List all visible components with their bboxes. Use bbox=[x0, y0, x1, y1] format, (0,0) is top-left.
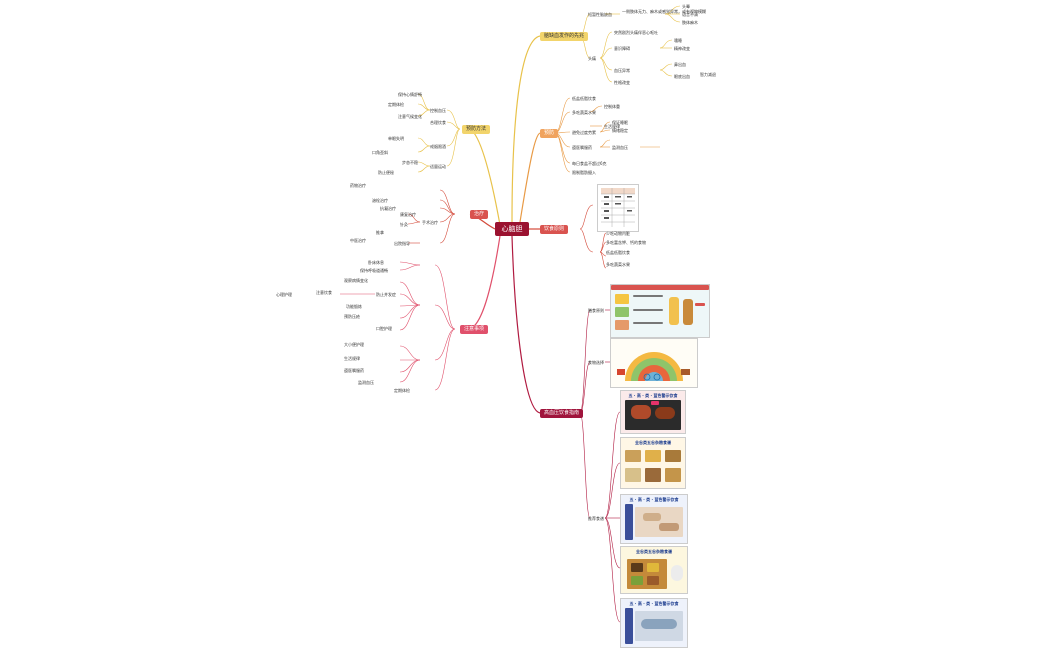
node-drug-therapy[interactable]: 药物治疗 bbox=[350, 183, 366, 188]
node-checkup[interactable]: 定期体检 bbox=[388, 102, 404, 107]
node-exercise[interactable]: 适量运动 bbox=[430, 164, 446, 169]
node-medication[interactable]: 遵医嘱服药 bbox=[572, 145, 592, 150]
diet-table-graphic bbox=[601, 188, 635, 227]
node-consciousness[interactable]: 意识障碍 bbox=[614, 46, 630, 51]
node-salt-limit[interactable]: 每日食盐不超过6克 bbox=[572, 161, 607, 166]
node-treatment-note[interactable]: 出院指导 bbox=[394, 241, 410, 246]
node-weather[interactable]: 注意气候变化 bbox=[398, 114, 422, 119]
node-massage[interactable]: 推拿 bbox=[376, 230, 384, 235]
branch-prevention[interactable]: 预防 bbox=[540, 129, 559, 138]
branch-diet-guide[interactable]: 高血压饮食指南 bbox=[540, 409, 584, 418]
node-oral-care[interactable]: 口腔护理 bbox=[376, 326, 392, 331]
node-mood[interactable]: 保持心情舒畅 bbox=[398, 92, 422, 97]
branch-diet-principles[interactable]: 饮食原则 bbox=[540, 225, 569, 234]
node-nosebleed[interactable]: 鼻出血 bbox=[674, 62, 686, 67]
recipe-card-5[interactable]: 五 · 高 · 类 · 蓝色警示饮食 bbox=[620, 598, 688, 648]
node-guide-recipes[interactable]: 推荐食谱 bbox=[588, 516, 604, 521]
node-tia[interactable]: 短暂性脑缺血 bbox=[588, 12, 612, 17]
diet-infographic-image[interactable] bbox=[610, 284, 710, 338]
node-anticoag[interactable]: 抗凝治疗 bbox=[380, 206, 396, 211]
node-intelligence[interactable]: 智力减退 bbox=[700, 72, 716, 77]
node-diet-note[interactable]: 注意饮食 bbox=[316, 290, 332, 295]
node-sleep[interactable]: 保证睡眠 bbox=[612, 120, 628, 125]
node-swallow[interactable]: 防止便秘 bbox=[378, 170, 394, 175]
node-numb[interactable]: 肢体麻木 bbox=[682, 20, 698, 25]
diet-table-image[interactable] bbox=[597, 184, 639, 232]
node-low-salt[interactable]: 低盐低脂饮食 bbox=[572, 96, 596, 101]
node-fundus[interactable]: 眼底出血 bbox=[674, 74, 690, 79]
node-emotion[interactable]: 情绪稳定 bbox=[612, 128, 628, 133]
node-toilet-care[interactable]: 大小便护理 bbox=[344, 342, 364, 347]
node-reasonable-diet[interactable]: 合理饮食 bbox=[430, 120, 446, 125]
node-exercise-fn[interactable]: 功能锻炼 bbox=[346, 304, 362, 309]
branch-precautions[interactable]: 注意事项 bbox=[460, 325, 489, 334]
node-headache-text[interactable]: 突然剧烈头痛伴恶心呕吐 bbox=[614, 30, 658, 35]
node-headache[interactable]: 头痛 bbox=[588, 56, 596, 61]
node-psych[interactable]: 心理护理 bbox=[276, 292, 292, 297]
node-review[interactable]: 监测血压 bbox=[358, 380, 374, 385]
node-mental[interactable]: 精神改变 bbox=[674, 46, 690, 51]
node-weight[interactable]: 控制体重 bbox=[604, 104, 620, 109]
node-complication[interactable]: 防止并发症 bbox=[376, 292, 396, 297]
central-topic[interactable]: 心脑胆 bbox=[495, 222, 529, 236]
node-surgery[interactable]: 手术治疗 bbox=[422, 220, 438, 225]
node-monitor-bp[interactable]: 监测血压 bbox=[612, 145, 628, 150]
node-constipation[interactable]: 单眼失明 bbox=[388, 136, 404, 141]
node-thrombolysis[interactable]: 溶栓治疗 bbox=[372, 198, 388, 203]
recipe-card-1[interactable]: 五 · 高 · 类 · 蓝色警示饮食 bbox=[620, 390, 686, 434]
node-guide-food[interactable]: 食物选择 bbox=[588, 360, 604, 365]
recipe-card-3-title: 五 · 高 · 类 · 蓝色警示饮食 bbox=[629, 497, 679, 502]
node-bp-abnormal[interactable]: 血压异常 bbox=[614, 68, 630, 73]
branch-tia-warning[interactable]: 脑缺血发作的先兆 bbox=[540, 32, 589, 41]
node-tia-text[interactable]: 一侧肢体无力、麻木或感觉异常，或有视物模糊 bbox=[622, 9, 706, 14]
node-observe[interactable]: 观察病情变化 bbox=[344, 278, 368, 283]
food-pyramid-graphic bbox=[617, 352, 690, 381]
node-sleepy[interactable]: 嗜睡 bbox=[674, 38, 682, 43]
branch-treatment[interactable]: 治疗 bbox=[470, 210, 489, 219]
node-airway[interactable]: 保持呼吸道通畅 bbox=[360, 268, 388, 273]
recipe-card-4[interactable]: 全谷类五谷杂粮食谱 bbox=[620, 546, 688, 594]
node-end-note[interactable]: 定期体检 bbox=[394, 388, 410, 393]
node-acupuncture[interactable]: 针灸 bbox=[400, 222, 408, 227]
node-control-bp[interactable]: 控制血压 bbox=[430, 108, 446, 113]
node-gait[interactable]: 步态不稳 bbox=[402, 160, 418, 165]
node-diet-r3[interactable]: 低盐低脂饮食 bbox=[606, 250, 630, 255]
node-bed-rest[interactable]: 卧床休息 bbox=[368, 260, 384, 265]
node-diet-r2[interactable]: 多吃富含钾、钙的食物 bbox=[606, 240, 646, 245]
recipe-card-3[interactable]: 五 · 高 · 类 · 蓝色警示饮食 bbox=[620, 494, 688, 544]
node-follow[interactable]: 遵医嘱服药 bbox=[344, 368, 364, 373]
node-guide-principle[interactable]: 膳食原则 bbox=[588, 308, 604, 313]
recipe-card-2-title: 全谷类五谷杂粮食谱 bbox=[635, 440, 671, 445]
recipe-card-5-title: 五 · 高 · 类 · 蓝色警示饮食 bbox=[629, 601, 679, 606]
node-vegetables[interactable]: 多吃蔬菜水果 bbox=[572, 110, 596, 115]
node-diet-r1[interactable]: 少吃动物内脏 bbox=[606, 231, 630, 236]
recipe-card-4-title: 全谷类五谷杂粮食谱 bbox=[636, 549, 672, 554]
recipe-card-2[interactable]: 全谷类五谷杂粮食谱 bbox=[620, 437, 686, 489]
node-fatigue[interactable]: 避免过度劳累 bbox=[572, 130, 596, 135]
node-tcm[interactable]: 中医治疗 bbox=[350, 238, 366, 243]
node-pressure-sore[interactable]: 预防压疮 bbox=[344, 314, 360, 319]
branch-prevention-methods[interactable]: 预防方法 bbox=[462, 125, 491, 134]
node-diet-r4[interactable]: 多吃蔬菜水果 bbox=[606, 262, 630, 267]
food-pyramid-image[interactable] bbox=[610, 338, 698, 388]
node-regular-life[interactable]: 生活规律 bbox=[604, 124, 620, 129]
node-quit-smoking[interactable]: 戒烟限酒 bbox=[430, 144, 446, 149]
recipe-card-1-title: 五 · 高 · 类 · 蓝色警示饮食 bbox=[628, 393, 678, 398]
node-facial[interactable]: 口角歪斜 bbox=[372, 150, 388, 155]
node-speech[interactable]: 语言不清 bbox=[682, 12, 698, 17]
node-fat-limit[interactable]: 限制脂肪摄入 bbox=[572, 170, 596, 175]
node-personality[interactable]: 性格改变 bbox=[614, 80, 630, 85]
node-discharge[interactable]: 生活规律 bbox=[344, 356, 360, 361]
node-rehab[interactable]: 康复治疗 bbox=[400, 212, 416, 217]
node-dizzy[interactable]: 头晕 bbox=[682, 4, 690, 9]
